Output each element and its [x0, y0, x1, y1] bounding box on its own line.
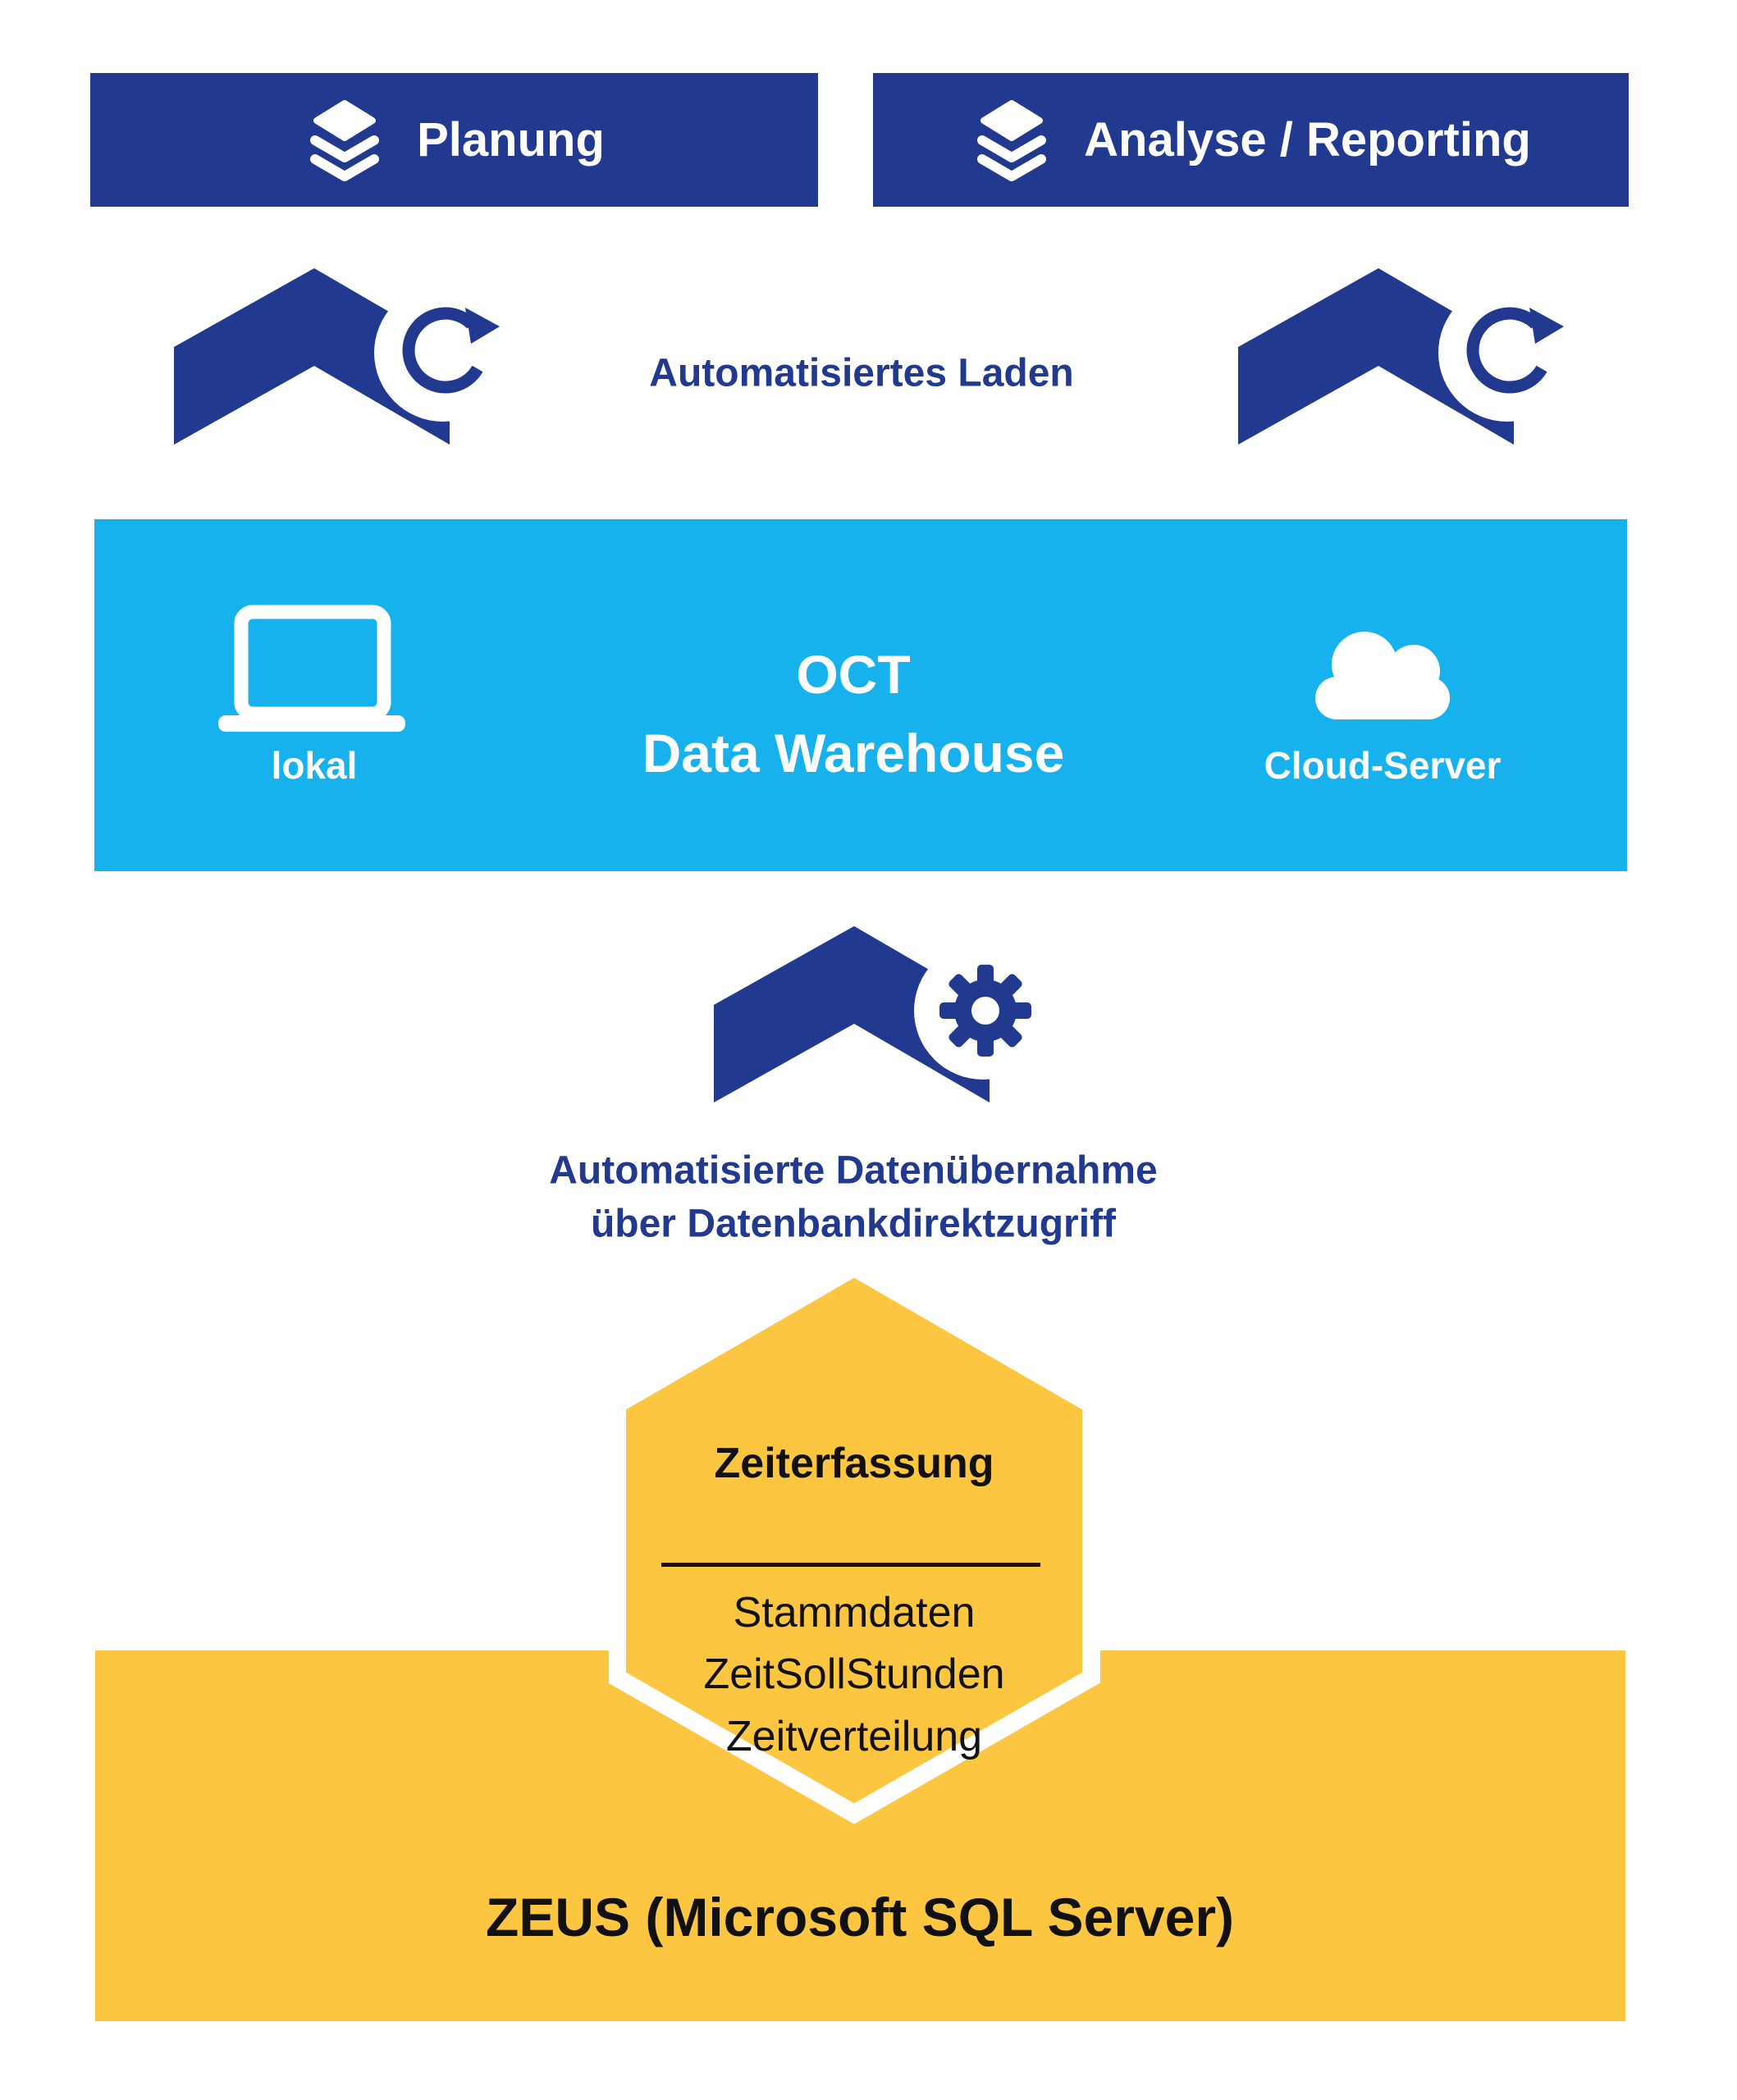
layers-icon: [304, 98, 386, 182]
hexagon-item: Zeitverteilung: [725, 1713, 983, 1760]
hexagon-item: Stammdaten: [733, 1589, 976, 1637]
layers-icon: [971, 98, 1053, 182]
planung-box: Planung: [90, 73, 818, 207]
laptop-icon: [218, 605, 405, 732]
cloud-server-label: Cloud-Server: [1264, 744, 1502, 787]
dw-title-line2: Data Warehouse: [642, 723, 1065, 783]
zeus-label: ZEUS (Microsoft SQL Server): [486, 1887, 1234, 1947]
hexagon-divider: [661, 1563, 1040, 1567]
transfer-label-line2: über Datenbankdirektzugriff: [590, 1202, 1117, 1246]
hexagon-item: ZeitSollStunden: [703, 1650, 1005, 1698]
planung-label: Planung: [417, 113, 605, 167]
zeiterfassung-hexagon: [609, 1258, 1100, 1824]
hexagon-title: Zeiterfassung: [714, 1440, 994, 1487]
gear-arrow-icon: [714, 926, 1052, 1102]
sync-arrow-icon: [1238, 268, 1576, 445]
cloud-icon: [1315, 632, 1450, 719]
dw-title-line1: OCT: [796, 644, 911, 705]
transfer-label-line1: Automatisierte Datenübernahme: [549, 1148, 1158, 1193]
local-label: lokal: [271, 744, 358, 787]
sync-arrow-icon: [174, 268, 512, 445]
analyse-reporting-label: Analyse / Reporting: [1084, 113, 1531, 167]
automated-load-label: Automatisiertes Laden: [649, 351, 1074, 395]
analyse-reporting-box: Analyse / Reporting: [873, 73, 1629, 207]
